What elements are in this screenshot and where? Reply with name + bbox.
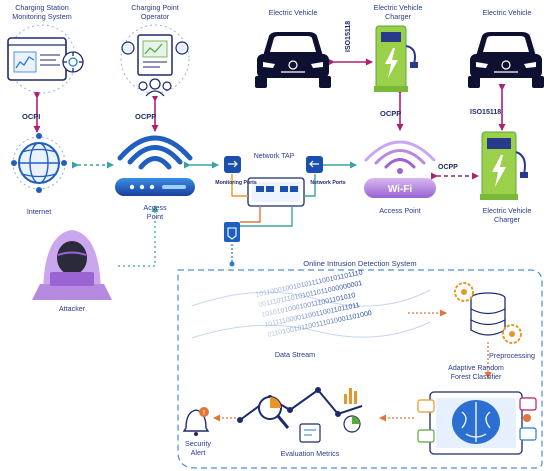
wifi-access-point-icon (364, 140, 436, 198)
evaluation-label: Evaluation Metrics (281, 449, 340, 458)
ap-left-label-2: Point (147, 212, 163, 221)
ev-charger-right-icon (480, 131, 528, 200)
database-gears-icon (454, 282, 522, 344)
ocpp-mid-label: OCPP (380, 109, 401, 118)
tap-ids-dot (229, 261, 235, 267)
ocpi-label: OCPI (22, 112, 40, 121)
monitoring-screen-icon (7, 24, 84, 94)
cs-monitoring-node: Charging Station Monitoring System (7, 3, 84, 94)
router-icon (115, 135, 195, 196)
ap-left-label-1: Access (143, 203, 167, 212)
network-tap-device (224, 156, 323, 242)
alert-label-2: Alert (191, 448, 206, 457)
classifier-label-2: Forest Classifier (451, 374, 502, 381)
alert-label-1: Security (185, 439, 211, 448)
ev-right-label: Electric Vehicle (483, 8, 532, 17)
car-front-right-icon (468, 32, 544, 88)
ocpp-right-label: OCPP (438, 164, 458, 171)
cp-operator-title-1: Charging Point (131, 3, 179, 12)
ids-panel: Online Intrusion Detection System 101100… (177, 259, 543, 469)
preprocessing-label: Preprocessing (489, 351, 535, 360)
cs-monitoring-title-1: Charging Station (15, 3, 69, 12)
network-tap-label: Network TAP (254, 153, 295, 160)
iso-right-label: ISO15118 (470, 109, 501, 116)
network-ports-label: Network Ports (310, 180, 345, 186)
connectors (33, 58, 506, 267)
cp-operator-node: Charging Point Operator (120, 3, 190, 97)
evc-right-title-2: Charger (494, 215, 521, 224)
operator-dashboard-icon (120, 24, 190, 97)
attacker-label: Attacker (59, 304, 86, 313)
evaluation-metrics-icon (237, 387, 363, 443)
security-alert-bell-icon: ! (182, 407, 210, 436)
svg-text:!: ! (203, 410, 205, 417)
wifi-ap-label: Access Point (379, 206, 421, 215)
car-front-icon (255, 32, 331, 88)
data-stream-label: Data Stream (275, 350, 315, 359)
attacker-ap-connector (118, 205, 159, 267)
internet-label: Internet (27, 207, 51, 216)
ev-charger-top-icon (374, 25, 418, 92)
evc-right-title-1: Electric Vehicle (483, 206, 532, 215)
ev-left-label: Electric Vehicle (269, 8, 318, 17)
monitoring-ports-label: Monitoring Ports (215, 180, 257, 186)
wifi-badge-text: Wi-Fi (388, 184, 413, 195)
ids-title: Online Intrusion Detection System (303, 259, 416, 268)
cp-operator-title-2: Operator (141, 12, 170, 21)
iso-top-label: ISO15118 (345, 21, 352, 52)
evc-top-title-2: Charger (385, 12, 412, 21)
evc-top-title-1: Electric Vehicle (374, 3, 423, 12)
data-stream-wave: 10110001001010111100101101110 0011101110… (191, 269, 431, 339)
brain-classifier-icon (417, 391, 537, 455)
hooded-attacker-icon (32, 230, 112, 300)
classifier-label-1: Adaptive Random (448, 365, 504, 372)
cs-monitoring-title-2: Monitoring System (12, 12, 72, 21)
ocpp-left-label: OCPP (135, 112, 156, 121)
internet-globe-icon (11, 133, 67, 193)
